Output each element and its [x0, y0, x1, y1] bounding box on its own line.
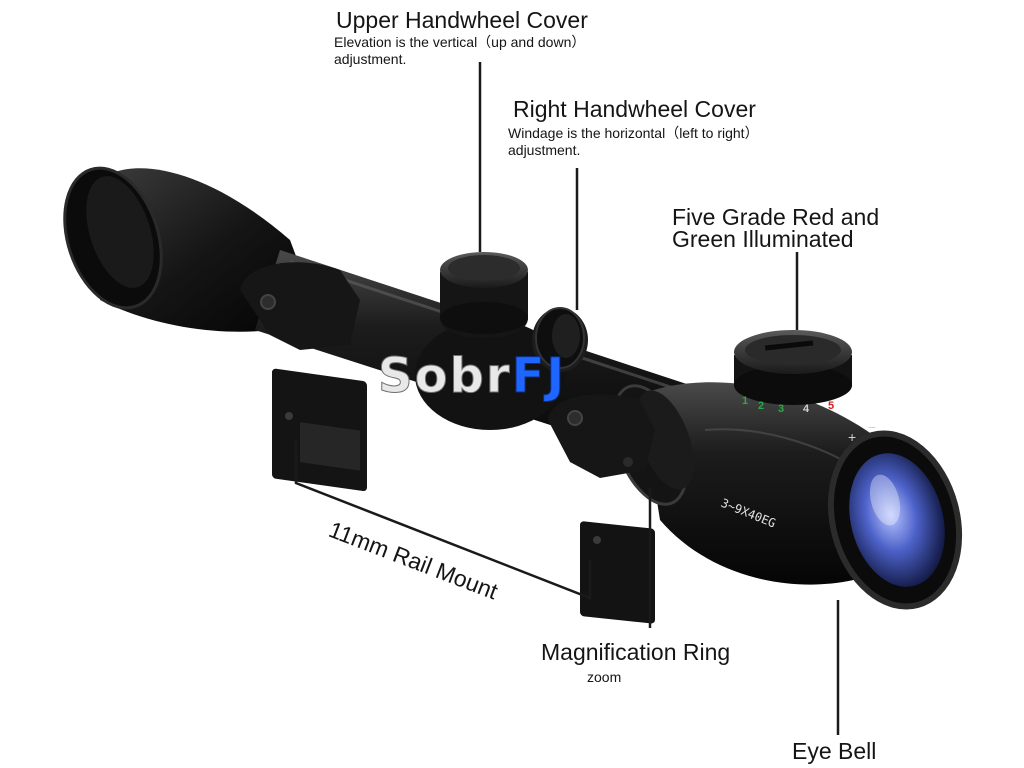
upper-handwheel-title: Upper Handwheel Cover: [336, 7, 588, 33]
rear-ring-mount: [240, 262, 367, 492]
upper-handwheel-desc-line1: Elevation is the vertical（up and down）: [334, 34, 586, 50]
rail-mount-bracket-line: [294, 440, 592, 600]
dial-number-2: 2: [758, 400, 764, 412]
callout-lines: [294, 62, 840, 735]
right-handwheel-title: Right Handwheel Cover: [513, 96, 756, 122]
magnification-ring-title: Magnification Ring: [541, 639, 731, 665]
elevation-turret: [440, 252, 528, 339]
windage-turret: [535, 307, 585, 369]
eye-bell-title: Eye Bell: [792, 738, 877, 764]
dial-number-5: 5: [828, 400, 834, 412]
magnification-ring-desc: zoom: [587, 669, 622, 685]
plus-symbol: +: [848, 429, 856, 445]
ocular-lens-assembly: [827, 430, 963, 610]
watermark-part2: FJ: [511, 348, 567, 404]
upper-handwheel-desc-line2: adjustment.: [334, 51, 407, 67]
watermark-part1: Sobr: [378, 348, 512, 404]
right-handwheel-desc-line1: Windage is the horizontal（left to right）: [508, 125, 759, 141]
watermark-logo: SobrFJ: [378, 352, 566, 401]
dial-number-1: 1: [742, 395, 748, 407]
right-handwheel-desc-line2: adjustment.: [508, 142, 581, 158]
illumination-dial: [734, 330, 852, 405]
dial-number-3: 3: [778, 403, 784, 415]
minus-symbol: −: [868, 419, 876, 435]
illumination-dial-numbers: 1 2 3 4 5: [742, 395, 834, 415]
front-ring-mount: [548, 394, 655, 624]
dial-number-4: 4: [803, 403, 810, 415]
turret-symbols: + −: [848, 419, 876, 445]
illumination-title-line1: Five Grade Red and: [672, 204, 880, 230]
illumination-title-line2: Green Illuminated: [672, 226, 854, 252]
